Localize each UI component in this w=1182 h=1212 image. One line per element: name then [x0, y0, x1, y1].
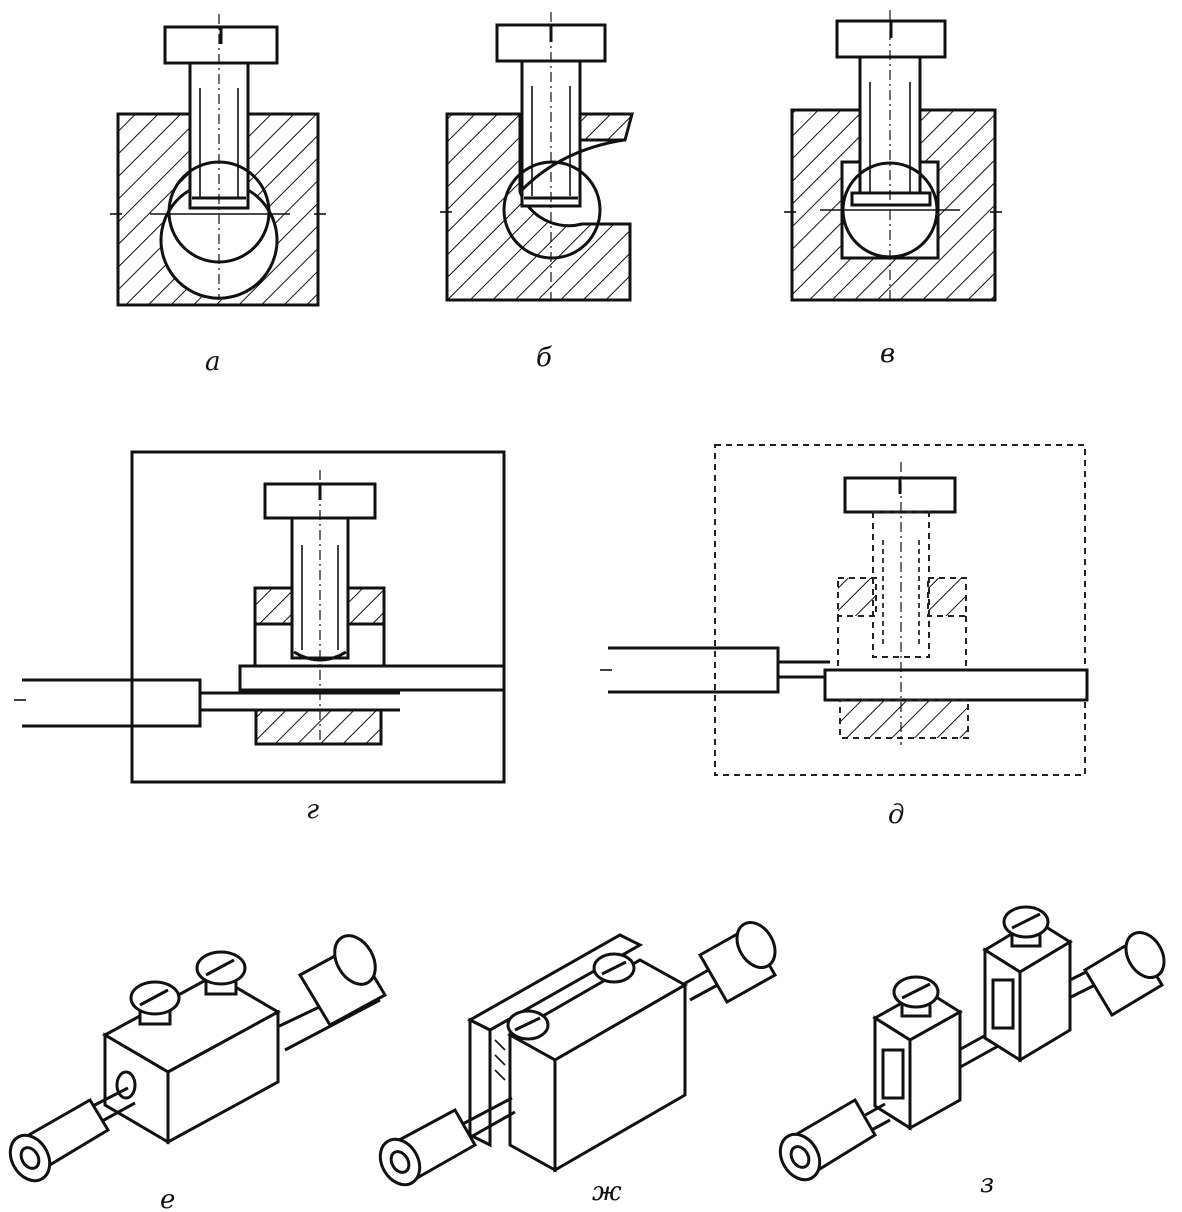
figure-d: д: [600, 444, 1089, 830]
wire-section-b: [502, 160, 602, 260]
screw-zh-2: [592, 952, 636, 984]
figure-b: б: [440, 12, 634, 373]
frame-z-1-side: [908, 1009, 962, 1131]
upper-block-right-d: [927, 577, 967, 617]
wire-sleeve-e: [8, 1086, 136, 1183]
lower-block-g: [254, 708, 383, 746]
body-b-lip: [576, 112, 634, 142]
figure-v: в: [784, 10, 1002, 369]
clamp-plate-g: [238, 664, 506, 692]
screw-zh-1: [506, 1009, 550, 1041]
lower-block-d: [839, 699, 969, 739]
enclosure-d: [714, 444, 1086, 776]
body-a-hatched: [116, 112, 320, 307]
screw-e-1: [129, 980, 181, 1026]
figure-label-v: в: [880, 339, 895, 369]
figure-z: з: [778, 905, 1166, 1199]
enclosure-g: [130, 450, 506, 784]
wire-hole-e: [115, 1070, 137, 1100]
figure-label-e: е: [160, 1185, 175, 1212]
wire-sleeve-z: [778, 1097, 891, 1182]
pressure-washer-v: [850, 191, 932, 207]
wire-zh: [681, 921, 778, 1005]
wire-z: [949, 931, 1166, 1072]
block-zh-side: [553, 982, 687, 1173]
wire-e: [249, 934, 388, 1052]
figure-g: г: [14, 450, 506, 825]
cable-jacket-d: [608, 646, 780, 694]
figure-e: е: [8, 934, 388, 1212]
figure-label-b: б: [536, 343, 552, 373]
block-zh-front: [508, 1032, 557, 1173]
clamp-plate-d: [823, 668, 1089, 702]
screw-z-2: [1002, 905, 1050, 948]
figure-label-z: з: [980, 1169, 994, 1199]
upper-block-left-d: [837, 577, 877, 617]
frame-z-2-side: [1018, 939, 1072, 1063]
figure-label-g: г: [306, 795, 319, 825]
figure-label-a: а: [205, 347, 221, 377]
wire-sleeve-zh: [378, 1096, 516, 1187]
upper-block-left-g: [253, 586, 295, 626]
upper-block-right-g: [346, 586, 386, 626]
screw-z-1: [892, 975, 940, 1018]
figure-zh: ж: [378, 921, 778, 1207]
block-e-side: [166, 1009, 280, 1145]
figure-a: а: [110, 14, 326, 377]
figure-label-d: д: [888, 800, 904, 830]
figure-label-zh: ж: [592, 1177, 622, 1207]
screw-e-2: [195, 950, 247, 996]
cable-jacket-g: [22, 678, 202, 728]
